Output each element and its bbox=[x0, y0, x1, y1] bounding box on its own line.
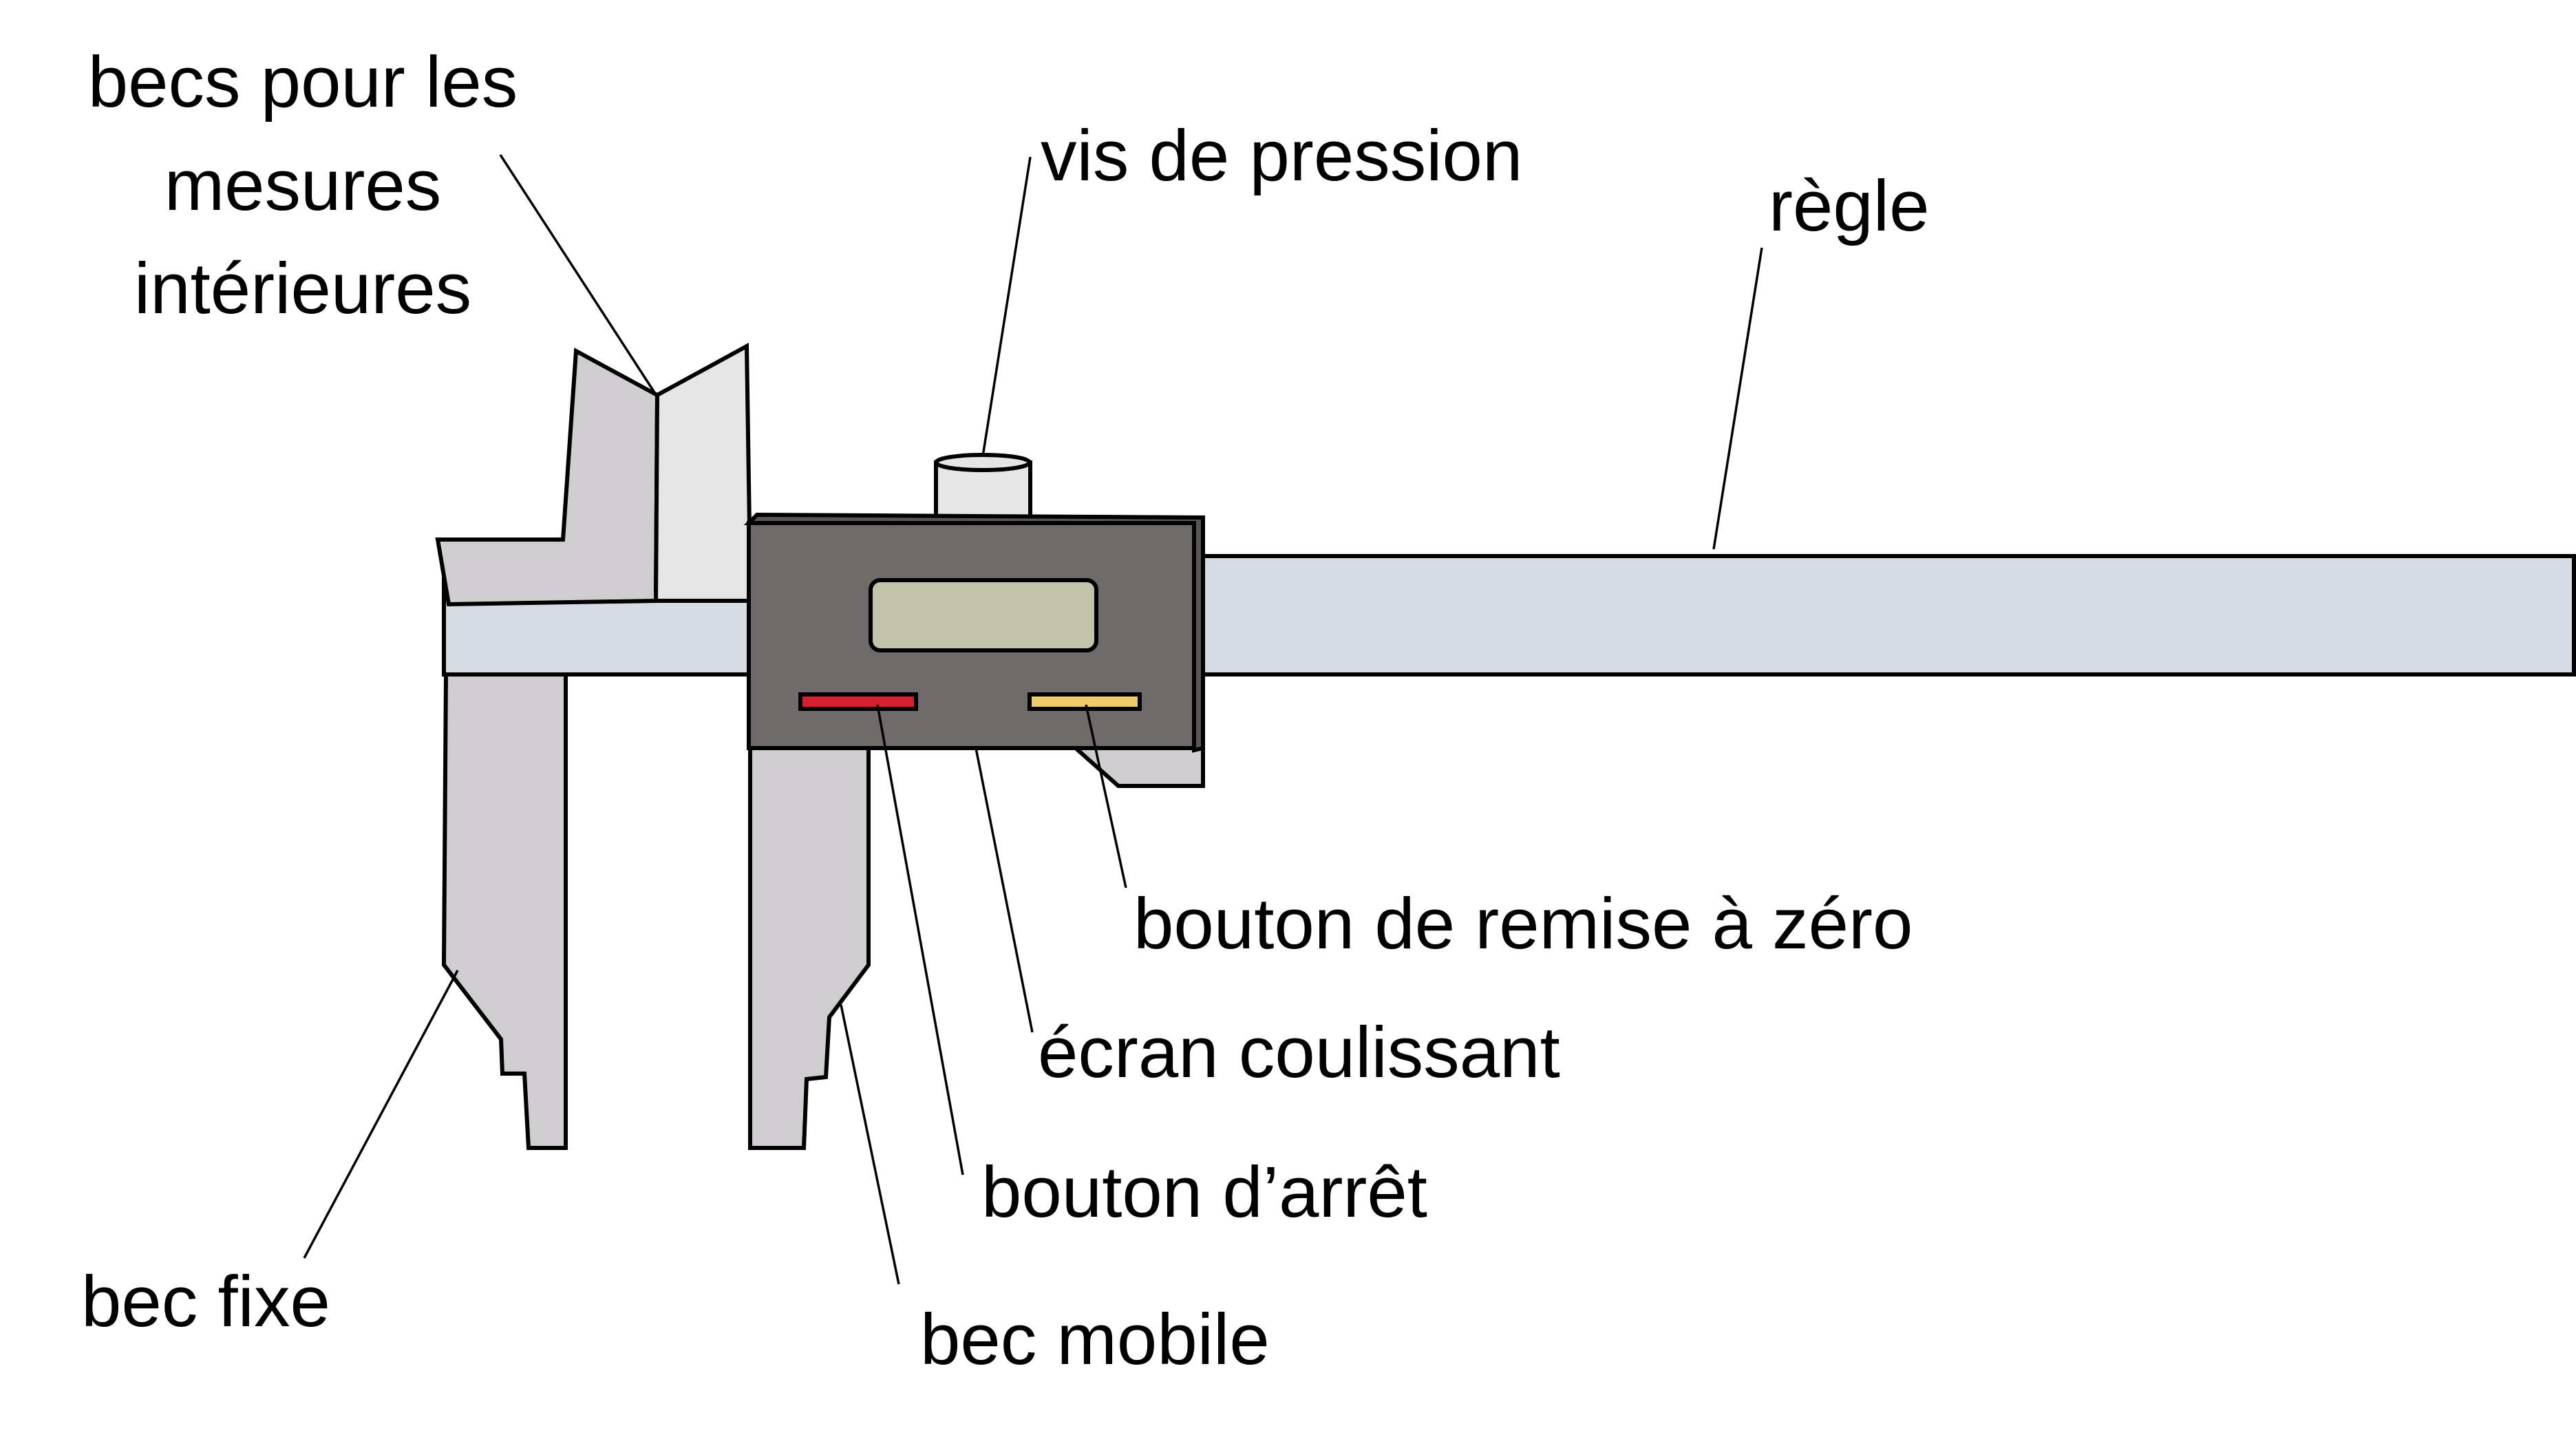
label-ruler: règle bbox=[1769, 166, 1929, 246]
leader-ruler bbox=[1712, 247, 1763, 550]
fixed-jaw bbox=[441, 672, 568, 1150]
label-inner-jaws-line-2: mesures bbox=[164, 145, 442, 226]
label-inner-jaws-line-1: becs pour les bbox=[88, 42, 518, 123]
label-sliding-screen: écran coulissant bbox=[1038, 1012, 1560, 1093]
leader-lines bbox=[303, 154, 1763, 1285]
label-pressure-screw: vis de pression bbox=[1041, 116, 1522, 196]
leader-sliding-screen bbox=[975, 747, 1034, 1033]
reset-button bbox=[1028, 692, 1142, 711]
labels: becs pour les mesures intérieures vis de… bbox=[81, 42, 1929, 1380]
leader-pressure-screw bbox=[981, 156, 1032, 457]
label-reset-button: bouton de remise à zéro bbox=[1133, 884, 1913, 964]
movable-jaw bbox=[748, 741, 871, 1150]
fixed-inner-jaw bbox=[435, 348, 660, 607]
label-stop-button: bouton d’arrêt bbox=[981, 1152, 1427, 1233]
label-movable-jaw: bec mobile bbox=[920, 1299, 1270, 1380]
lcd-display bbox=[869, 578, 1098, 652]
leader-stop-button bbox=[876, 704, 964, 1175]
stop-button bbox=[798, 692, 918, 711]
leader-movable-jaw bbox=[840, 1004, 900, 1285]
label-inner-jaws-line-3: intérieures bbox=[134, 248, 471, 329]
leader-reset-button bbox=[1085, 704, 1127, 888]
caliper-drawing bbox=[435, 342, 2576, 1150]
leader-fixed-jaw bbox=[303, 970, 459, 1259]
leader-inner-jaws bbox=[499, 154, 659, 398]
label-fixed-jaw: bec fixe bbox=[81, 1261, 330, 1342]
